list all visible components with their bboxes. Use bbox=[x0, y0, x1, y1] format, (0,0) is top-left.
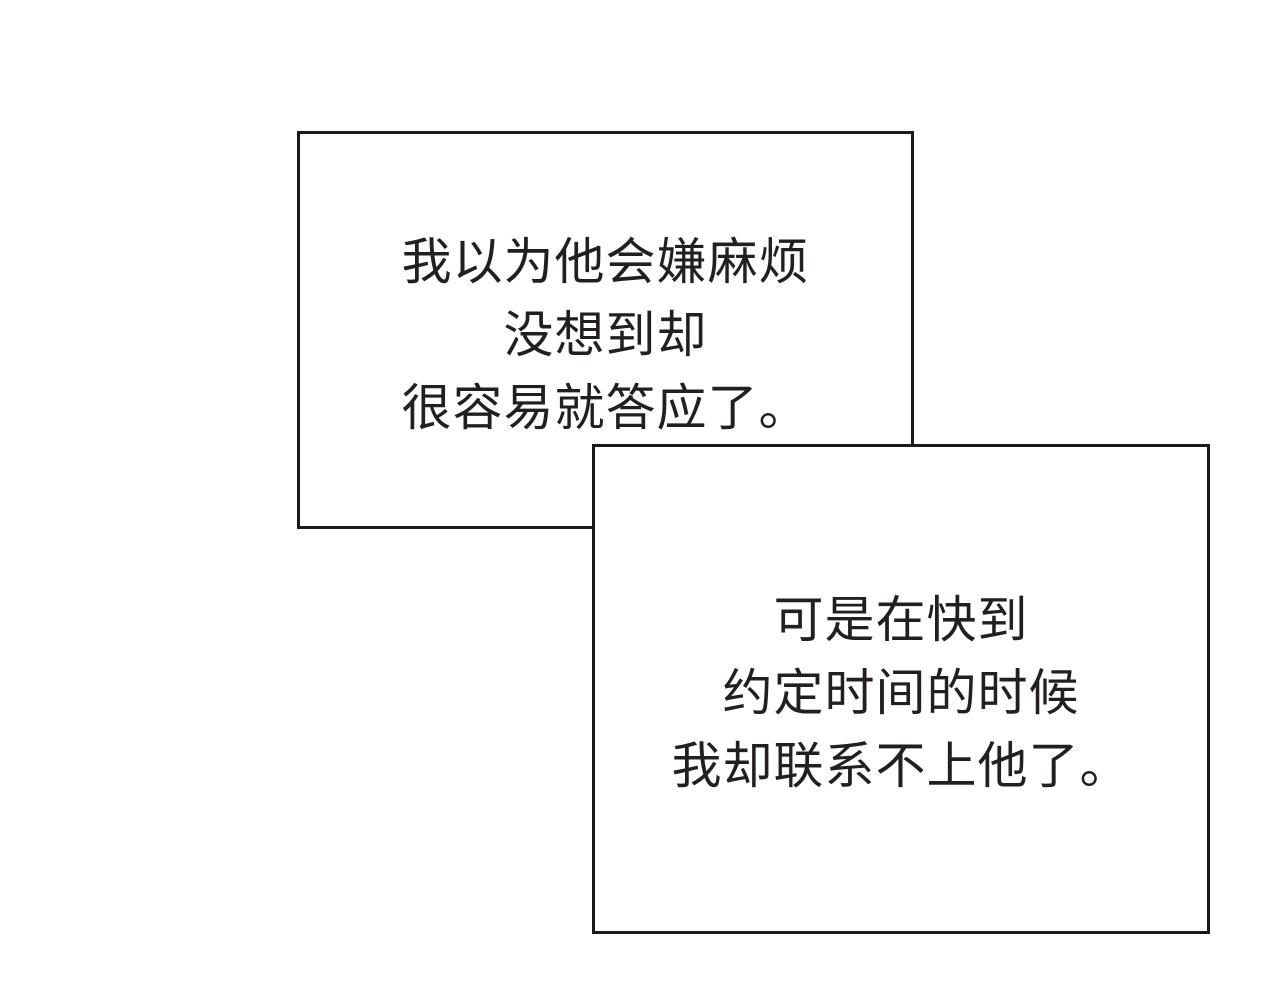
narration-line: 我以为他会嫌麻烦 bbox=[401, 233, 810, 291]
box-joint bbox=[595, 447, 911, 526]
narration-line: 我却联系不上他了。 bbox=[671, 737, 1131, 795]
narration-text-bottom: 可是在快到 约定时间的时候 我却联系不上他了。 bbox=[592, 584, 1210, 803]
narration-text-top: 我以为他会嫌麻烦 没想到却 很容易就答应了。 bbox=[297, 226, 914, 445]
narration-line: 可是在快到 bbox=[773, 591, 1029, 649]
narration-line: 约定时间的时候 bbox=[722, 664, 1080, 722]
narration-line: 没想到却 bbox=[503, 306, 708, 364]
narration-line: 很容易就答应了。 bbox=[401, 379, 810, 437]
